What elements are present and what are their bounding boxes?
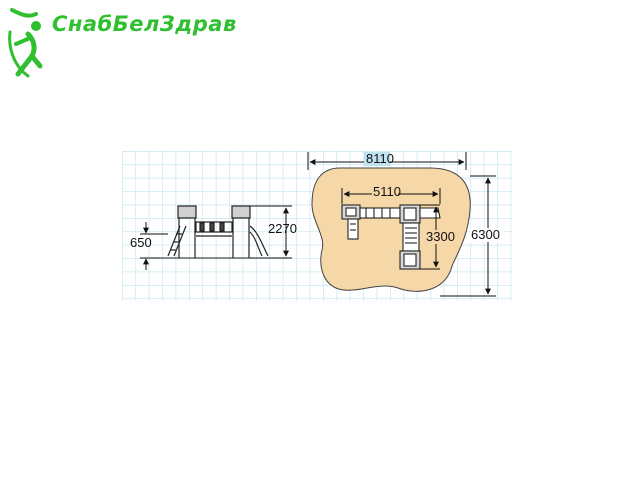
dim-label-bg xyxy=(426,230,458,244)
dim-equipment-length: 5110 xyxy=(373,184,401,199)
dim-platform-height: 650 xyxy=(130,235,152,250)
safety-zone-surface xyxy=(311,167,471,292)
dimension-lines-side xyxy=(140,205,292,270)
brand-logo: СнабБелЗдрав xyxy=(6,4,236,80)
dim-label-bg xyxy=(470,228,504,242)
equipment-plan xyxy=(341,204,441,270)
brand-name: СнабБелЗдрав xyxy=(52,12,237,36)
dim-label-bg xyxy=(364,152,390,166)
running-figure-icon xyxy=(8,8,43,78)
dim-overall-length: 8110 xyxy=(366,151,394,166)
dim-equipment-width: 3300 xyxy=(426,229,455,244)
dim-height-total: 2270 xyxy=(268,221,297,236)
dim-label-bg xyxy=(372,185,398,199)
dim-overall-width: 6300 xyxy=(471,227,500,242)
